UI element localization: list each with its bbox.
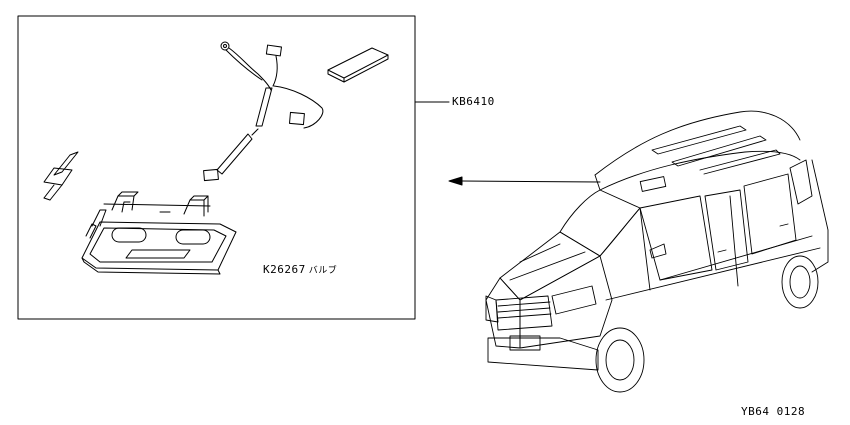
lamp-housing bbox=[81, 191, 237, 275]
bulb-part-number: K26267 bbox=[263, 263, 306, 276]
location-arrow bbox=[448, 176, 601, 186]
vehicle bbox=[485, 110, 829, 393]
lens-cover bbox=[327, 47, 389, 83]
wiring-harness bbox=[203, 41, 324, 182]
detail-frame bbox=[17, 15, 416, 320]
bulb-part-name: バルブ bbox=[308, 266, 338, 276]
figure-code: YB64 0128 bbox=[741, 405, 806, 418]
callout-kb6410: KB6410 bbox=[452, 95, 495, 108]
bulb bbox=[43, 151, 79, 201]
